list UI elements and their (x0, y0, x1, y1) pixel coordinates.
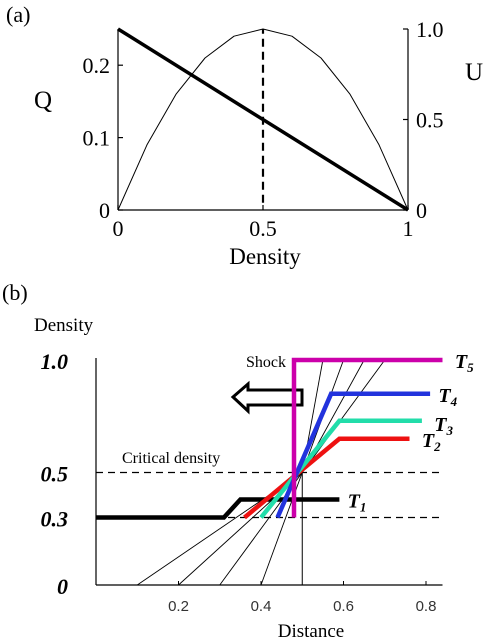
panel-a-xlabel: Density (229, 244, 301, 269)
panel-b-ylabel: Density (34, 315, 94, 336)
panel-b-y-tick-label: 0.3 (41, 507, 69, 532)
density-profile-t3 (259, 418, 422, 519)
characteristic-line (301, 359, 386, 473)
panel-a-ylabel-left: Q (34, 87, 52, 114)
panel-a-y-right-tick-label: 1.0 (416, 17, 444, 42)
series-label-t5: T5 (455, 351, 474, 375)
panel-b-x-tick-label: 0.6 (333, 598, 354, 615)
panel-b-label: (b) (2, 280, 28, 305)
shock-label: Shock (246, 354, 286, 371)
shock-direction-arrow (230, 380, 304, 415)
panel-b-y-tick-label: 0 (57, 574, 68, 599)
panel-a-x-tick-label: 1 (403, 216, 414, 241)
series-label-t4: T4 (438, 385, 457, 409)
panel-b-xlabel: Distance (278, 621, 344, 639)
panel-a-y-right-tick-label: 0 (416, 198, 427, 223)
density-profile-t5 (291, 357, 443, 518)
series-label-t1: T1 (348, 491, 367, 515)
panel-a-y-left-tick-label: 0.1 (83, 126, 111, 151)
panel-a-x-tick-label: 0 (113, 216, 124, 241)
panel-b-y-tick-label: 1.0 (41, 349, 69, 374)
panel-b-y-tick-label: 0.5 (41, 462, 69, 487)
panel-a-y-right-tick-label: 0.5 (416, 108, 444, 133)
panel-a-label: (a) (6, 2, 30, 27)
critical-density-label: Critical density (122, 450, 220, 467)
panel-b: (b) Density Distance Critical density Sh… (2, 280, 474, 639)
series-label-t2: T2 (422, 430, 441, 454)
panel-a-ylabel-right: U (465, 59, 483, 86)
panel-b-x-tick-label: 0.4 (251, 598, 272, 615)
panel-b-x-tick-label: 0.8 (416, 598, 437, 615)
panel-a-y-left-tick-label: 0.2 (83, 53, 111, 78)
density-profile-t2 (243, 436, 410, 520)
panel-b-x-tick-label: 0.2 (168, 598, 189, 615)
density-profile-t1 (96, 497, 340, 520)
panel-a-y-left-tick-label: 0 (99, 198, 110, 223)
panel-a-x-tick-label: 0.5 (249, 216, 277, 241)
series-label-t3: T3 (434, 414, 453, 438)
